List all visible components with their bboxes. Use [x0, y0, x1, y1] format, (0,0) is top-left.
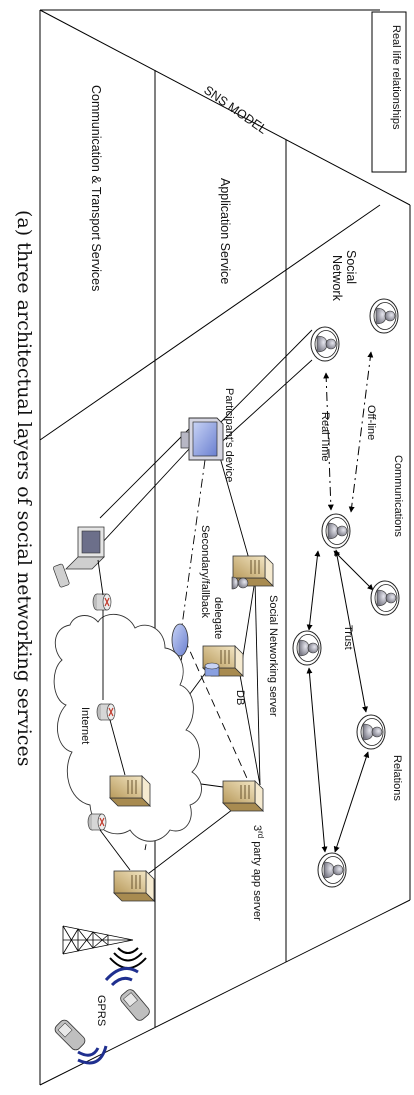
participant-device-label: Participant's device: [223, 388, 235, 482]
layer-label-social-2: Network: [330, 255, 344, 302]
person-icon: [292, 630, 322, 666]
phone-signal-icon: [104, 966, 139, 987]
delegate-person-icon: [231, 576, 249, 590]
router-icon: [96, 703, 116, 721]
section-relations: Relations: [391, 755, 403, 801]
third-party-label: 3rd party app server: [251, 825, 265, 921]
secondary-fallback-label: Secondary/fallback: [199, 525, 211, 618]
gprs-tower-icon: [62, 925, 134, 955]
mobile-phone-icon: [120, 989, 150, 1021]
mobile-phone-icon: [54, 1019, 86, 1051]
figure-caption: (a) three architectual layers of social …: [13, 210, 35, 766]
layer-label-transport: Communication & Transport Services: [89, 85, 103, 291]
sns-server-label: Social Networking server: [267, 595, 279, 717]
projection-lines: [99, 329, 313, 546]
handheld-icon: [53, 563, 70, 588]
secondary-fallback-icon: [171, 623, 189, 657]
model-title: SNS MODEL: [201, 83, 269, 137]
transport-server-icon: [113, 870, 155, 902]
layer-label-social-1: Social: [344, 250, 358, 284]
gprs-label: GPRS: [95, 995, 107, 1026]
link-realtime: Real Time: [319, 412, 331, 462]
social-links: [306, 351, 374, 853]
router-icon: [92, 593, 112, 611]
db-label: DB: [234, 690, 246, 705]
layer-separators: [39, 70, 381, 1027]
section-communications: Communications: [392, 455, 404, 537]
link-offline: Off-line: [365, 405, 377, 440]
internet-label: Internet: [79, 707, 91, 744]
box-label: Real life relationships: [390, 25, 402, 130]
real-life-relationships-box: Real life relationships: [371, 11, 407, 173]
gprs-signal-icon: [109, 947, 147, 969]
router-icon: [87, 813, 107, 831]
delegate-label: delegate: [212, 597, 224, 639]
person-icon: [356, 714, 386, 750]
person-icon: [317, 852, 347, 888]
participant-device-icon: [180, 417, 224, 461]
link-trust: Trust: [342, 625, 354, 650]
network-paths: [97, 559, 131, 871]
secondary-dashdot: [179, 459, 206, 641]
phone-signal-icon: [77, 1045, 108, 1065]
internet-cloud-icon: [53, 613, 202, 842]
transport-server-icon: [109, 775, 151, 807]
laptop-icon: [65, 526, 105, 570]
third-party-server-icon: [222, 780, 264, 812]
db-cylinder-icon: [204, 662, 220, 677]
person-icon: [370, 580, 400, 616]
person-icon: [321, 513, 351, 549]
layer-label-application: Application Service: [218, 178, 232, 284]
person-icon: [369, 298, 399, 334]
person-icon: [310, 326, 340, 362]
